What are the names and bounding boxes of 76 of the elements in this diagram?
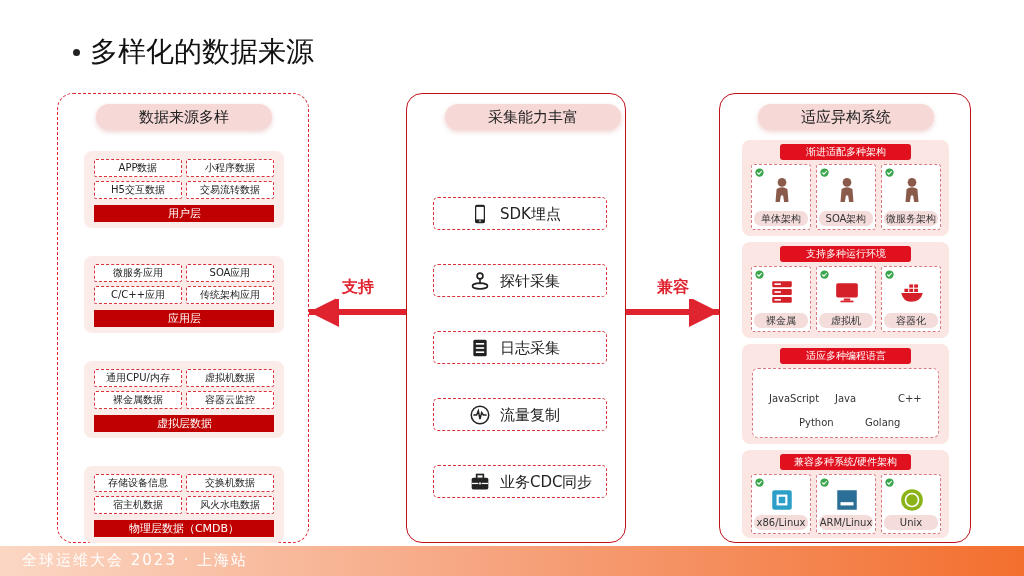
data-source-item: 容器云监控 (186, 391, 274, 409)
layer-card (84, 361, 284, 438)
language-label: Python (799, 417, 834, 428)
data-source-item: 风火水电数据 (186, 496, 274, 514)
collection-method-card (433, 264, 607, 297)
panel-heading: 适应异构系统 (758, 104, 934, 130)
method-label: 业务CDC同步 (500, 473, 593, 492)
data-source-item: H5交互数据 (94, 181, 182, 199)
panel-heading: 数据来源多样 (96, 104, 272, 130)
slide-title: 多样化的数据来源 (90, 34, 314, 70)
data-source-item: SOA应用 (186, 264, 274, 282)
platform-card (816, 474, 876, 534)
category-card (742, 242, 949, 338)
language-label: Golang (865, 417, 901, 428)
category-label: 支持多种运行环境 (780, 246, 911, 262)
footer-text: 全球运维大会 2023 · 上海站 (22, 551, 249, 570)
platform-card (751, 474, 811, 534)
collection-method-card (433, 331, 607, 364)
collection-method-card (433, 197, 607, 230)
platform-label: Unix (884, 515, 938, 530)
layer-label: 物理层数据（CMDB） (94, 520, 274, 537)
category-card (742, 140, 949, 236)
data-source-item: 交换机数据 (186, 474, 274, 492)
data-source-item: 传统架构应用 (186, 286, 274, 304)
data-source-item: C/C++应用 (94, 286, 182, 304)
data-source-item: 虚拟机数据 (186, 369, 274, 387)
category-label: 渐进适配多种架构 (780, 144, 911, 160)
layer-card (84, 466, 284, 543)
platform-label: 微服务架构 (884, 211, 938, 226)
platform-card (881, 164, 941, 230)
platform-label: 单体架构 (754, 211, 808, 226)
platform-card (881, 474, 941, 534)
category-label: 适应多种编程语言 (780, 348, 911, 364)
platform-label: SOA架构 (819, 211, 873, 226)
method-label: 流量复制 (500, 406, 560, 425)
method-label: SDK埋点 (500, 205, 561, 224)
layer-card (84, 151, 284, 228)
data-source-item: 宿主机数据 (94, 496, 182, 514)
panel-heading: 采集能力丰富 (445, 104, 621, 130)
platform-label: ARM/Linux (819, 515, 873, 530)
platform-card (881, 266, 941, 332)
platform-label: 容器化 (884, 313, 938, 328)
layer-card (84, 256, 284, 333)
data-source-item: 交易流转数据 (186, 181, 274, 199)
panel-background (719, 93, 971, 543)
data-source-item: 小程序数据 (186, 159, 274, 177)
arrow (626, 297, 719, 327)
language-card (752, 368, 939, 438)
platform-label: 虚拟机 (819, 313, 873, 328)
data-source-item: 通用CPU/内存 (94, 369, 182, 387)
language-label: C++ (898, 393, 922, 404)
layer-label: 应用层 (94, 310, 274, 327)
platform-card (816, 164, 876, 230)
collection-method-card (433, 398, 607, 431)
arrow (309, 297, 406, 327)
method-label: 探针采集 (500, 272, 560, 291)
data-source-item: 微服务应用 (94, 264, 182, 282)
category-card (742, 344, 949, 444)
platform-card (751, 266, 811, 332)
panel-background (406, 93, 626, 543)
category-label: 兼容多种系统/硬件架构 (780, 454, 911, 470)
panel-background (57, 93, 309, 543)
platform-card (816, 266, 876, 332)
data-source-item: 裸金属数据 (94, 391, 182, 409)
language-label: JavaScript (769, 393, 820, 404)
language-label: Java (835, 393, 857, 404)
layer-label: 用户层 (94, 205, 274, 222)
method-label: 日志采集 (500, 339, 560, 358)
data-source-item: APP数据 (94, 159, 182, 177)
collection-method-card (433, 465, 607, 498)
data-source-item: 存储设备信息 (94, 474, 182, 492)
platform-label: 裸金属 (754, 313, 808, 328)
platform-card (751, 164, 811, 230)
layer-label: 虚拟层数据 (94, 415, 274, 432)
platform-label: x86/Linux (754, 515, 808, 530)
category-card (742, 450, 949, 538)
